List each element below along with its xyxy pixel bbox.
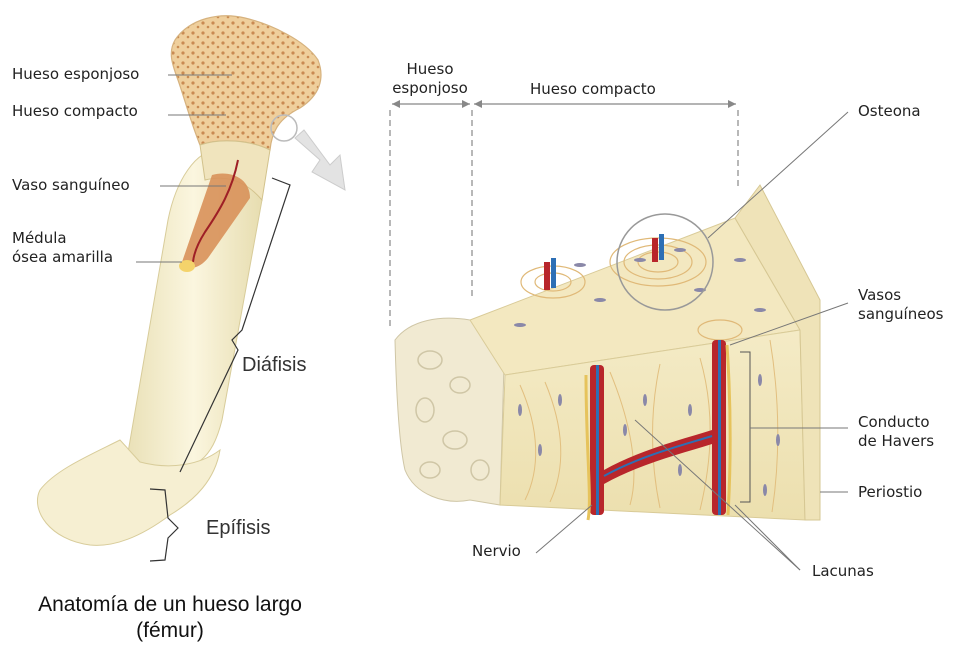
label-hueso-compacto: Hueso compacto xyxy=(12,102,138,121)
label-periostio: Periostio xyxy=(858,483,922,502)
label-diafisis: Diáfisis xyxy=(242,356,306,375)
bone-section-illustration xyxy=(390,100,848,570)
label-vaso-sanguineo: Vaso sanguíneo xyxy=(12,176,130,195)
femur-head-spongy xyxy=(171,16,321,150)
label-osteona: Osteona xyxy=(858,102,921,121)
label-vasos-sanguineos: Vasos sanguíneos xyxy=(858,286,943,324)
label-conducto-havers: Conducto de Havers xyxy=(858,413,934,451)
zoom-arrow xyxy=(295,130,345,190)
label-lacunas: Lacunas xyxy=(812,562,874,581)
caption-line-1: Anatomía de un hueso largo xyxy=(0,592,340,618)
caption: Anatomía de un hueso largo (fémur) xyxy=(0,592,340,644)
femur-illustration xyxy=(37,16,345,561)
label-hueso-esponjoso: Hueso esponjoso xyxy=(12,65,139,84)
label-section-hueso-compacto: Hueso compacto xyxy=(530,80,656,99)
label-epifisis: Epífisis xyxy=(206,519,270,538)
label-nervio: Nervio xyxy=(472,542,521,561)
leader-nervio xyxy=(536,505,592,553)
label-medula-osea-amarilla: Médula ósea amarilla xyxy=(12,229,113,267)
label-section-hueso-esponjoso: Hueso esponjoso xyxy=(382,60,478,98)
caption-line-2: (fémur) xyxy=(0,618,340,644)
